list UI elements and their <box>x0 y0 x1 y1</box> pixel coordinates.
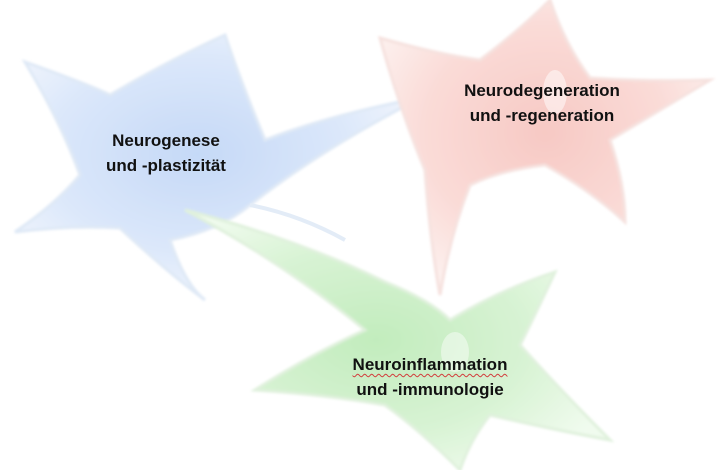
label-neuroinflammation: Neuroinflammation und -immunologie <box>330 352 530 402</box>
label-neurogenese-line2: und -plastizität <box>106 156 226 175</box>
label-neurogenese-line1: Neurogenese <box>112 131 220 150</box>
neuron-cell-green <box>184 208 615 470</box>
label-neuroinflammation-line2: und -immunologie <box>356 380 504 399</box>
label-neuroinflammation-line1: Neuroinflammation <box>352 355 508 374</box>
label-neurogenese: Neurogenese und -plastizität <box>76 128 256 178</box>
label-neurodegeneration-line1: Neurodegeneration <box>464 81 620 100</box>
highlight-green <box>441 332 469 372</box>
neuron-cell-blue <box>14 32 421 302</box>
label-neurodegeneration-line2: und -regeneration <box>469 106 615 125</box>
neuron-cell-red <box>377 0 716 296</box>
label-neurodegeneration: Neurodegeneration und -regeneration <box>442 78 642 128</box>
highlight-red <box>543 70 567 114</box>
